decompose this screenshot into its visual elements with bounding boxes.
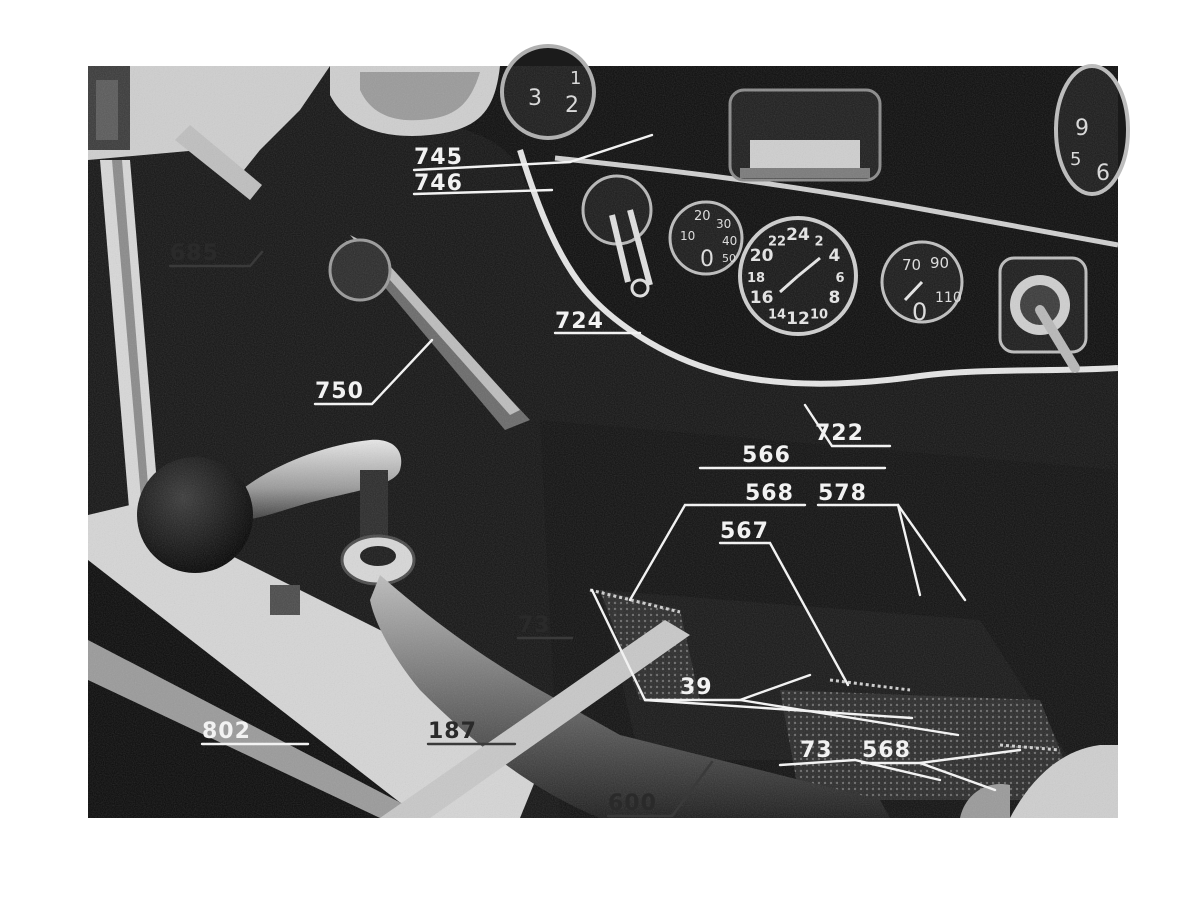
svg-text:73: 73 xyxy=(800,738,833,763)
svg-text:578: 578 xyxy=(818,481,867,506)
svg-text:73: 73 xyxy=(518,613,551,638)
callout-566: 566 xyxy=(698,443,887,470)
callout-722: 722 xyxy=(803,403,892,448)
callout-750: 750 xyxy=(313,338,434,406)
svg-text:745: 745 xyxy=(414,145,463,170)
callout-73-lower: 73 xyxy=(778,738,942,782)
callout-745: 745 xyxy=(412,133,654,172)
svg-text:568: 568 xyxy=(862,738,911,763)
svg-text:685: 685 xyxy=(170,241,219,266)
callout-73-upper: 73 xyxy=(516,613,574,640)
callout-600: 600 xyxy=(606,760,714,818)
svg-text:802: 802 xyxy=(202,719,251,744)
svg-text:724: 724 xyxy=(555,309,604,334)
callout-568-lower: 568 xyxy=(860,738,1022,792)
callout-567: 567 xyxy=(718,519,850,687)
callout-802: 802 xyxy=(200,719,310,746)
callout-187: 187 xyxy=(426,719,517,746)
svg-text:39: 39 xyxy=(680,675,713,700)
callout-724: 724 xyxy=(553,309,642,335)
svg-text:750: 750 xyxy=(315,379,364,404)
svg-text:568: 568 xyxy=(745,481,794,506)
callout-685: 685 xyxy=(168,241,264,268)
callout-39: 39 xyxy=(590,588,960,737)
callout-746: 746 xyxy=(412,171,554,196)
callout-578: 578 xyxy=(816,481,967,602)
svg-text:566: 566 xyxy=(742,443,791,468)
svg-text:600: 600 xyxy=(608,791,657,816)
svg-text:187: 187 xyxy=(428,719,477,744)
callout-568-upper: 568 xyxy=(628,481,807,602)
svg-text:567: 567 xyxy=(720,519,769,544)
